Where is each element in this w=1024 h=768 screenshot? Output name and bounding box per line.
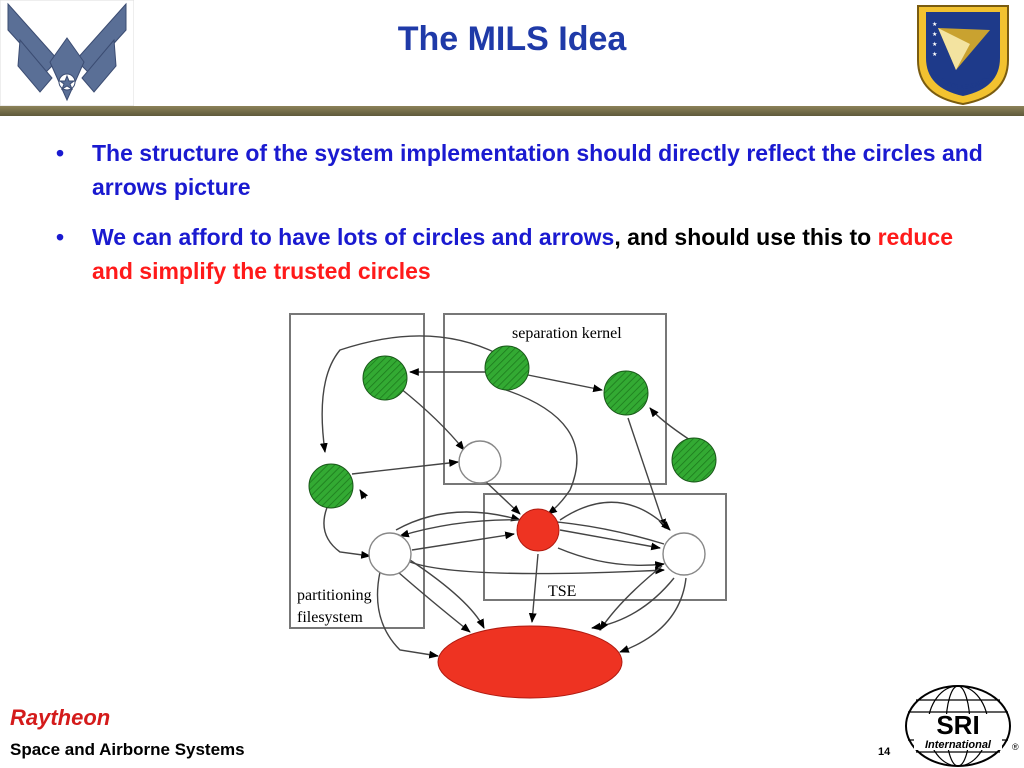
air-force-logo: [0, 0, 134, 106]
header-divider: [0, 106, 1024, 116]
edge-arrow: [397, 571, 471, 633]
edge-arrow: [527, 374, 603, 393]
edge-arrow: [559, 501, 671, 531]
sri-logo-text: SRI: [936, 710, 979, 740]
filesystem-label: filesystem: [297, 609, 363, 626]
edge-arrow: [399, 387, 465, 451]
edge-arrow: [483, 479, 521, 515]
tse-label: TSE: [548, 583, 576, 600]
edge-arrow: [599, 565, 663, 631]
raytheon-logo-text: Raytheon: [10, 705, 111, 730]
edge-arrow: [351, 459, 459, 475]
edge-arrow: [376, 571, 439, 659]
green-partition-node: [671, 437, 717, 483]
bullet-text: We can afford to have lots of circles an…: [92, 220, 996, 288]
edge-arrow: [557, 547, 665, 569]
red-trusted-node: [516, 508, 560, 552]
edge-arrow: [395, 511, 521, 531]
svg-text:★: ★: [932, 21, 937, 28]
registered-mark: ®: [1012, 742, 1019, 752]
edge-arrow: [627, 417, 666, 529]
bullet-marker: •: [56, 224, 65, 250]
partitioning-box: [289, 313, 425, 629]
partitioning-label: partitioning: [297, 587, 372, 604]
page-number: 14: [878, 746, 891, 758]
division-label: Space and Airborne Systems: [10, 740, 245, 759]
edge-arrow: [591, 577, 675, 631]
green-partition-node: [484, 345, 530, 391]
white-node: [368, 532, 412, 576]
page-title: The MILS Idea: [397, 20, 627, 58]
edge-arrow: [359, 489, 368, 500]
green-partition-node: [362, 355, 408, 401]
edge-arrow: [649, 407, 691, 441]
edge-arrow: [411, 531, 515, 551]
afrl-seal-logo: ★★★★ AIR FORCE RESEARCH LABORATORY: [908, 0, 1009, 106]
bullet-segment: The structure of the system implementati…: [92, 140, 983, 200]
edge-arrow: [409, 559, 485, 629]
white-node: [458, 440, 502, 484]
edge-arrow: [409, 561, 665, 575]
svg-text:★: ★: [932, 41, 937, 48]
separation-kernel-label: separation kernel: [512, 325, 622, 342]
edge-arrow: [619, 577, 687, 653]
edge-arrow: [528, 553, 539, 623]
white-node: [662, 532, 706, 576]
green-partition-node: [603, 370, 649, 416]
green-partition-node: [308, 463, 354, 509]
separation-kernel-box: [443, 313, 667, 485]
bullet-segment: , and should use this to: [614, 224, 878, 250]
bullet-segment: We can afford to have lots of circles an…: [92, 224, 615, 250]
bullet-marker: •: [56, 140, 65, 166]
edge-arrow: [499, 387, 578, 515]
bullet-item: • We can afford to have lots of circles …: [56, 220, 996, 288]
sri-international-text: International: [925, 739, 992, 751]
edge-arrow: [559, 529, 661, 551]
bullet-segment: reduce and simplify the trusted circles: [92, 224, 954, 284]
svg-text:★: ★: [932, 51, 937, 58]
red-trusted-ellipse: [437, 625, 623, 699]
bullet-text: The structure of the system implementati…: [92, 136, 996, 204]
svg-text:★: ★: [932, 31, 937, 38]
sri-international-logo: SRI International ®: [905, 685, 1019, 767]
mils-diagram: separation kernel partitioning filesyste…: [289, 313, 727, 699]
bullet-item: • The structure of the system implementa…: [56, 136, 996, 204]
tse-box: [483, 493, 727, 601]
edge-arrow: [319, 335, 499, 453]
bullet-list: • The structure of the system implementa…: [56, 136, 996, 304]
